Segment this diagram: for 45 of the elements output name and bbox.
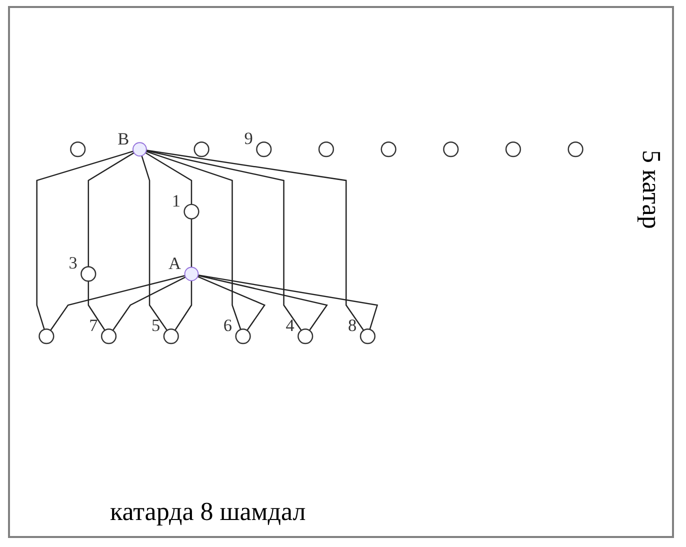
candle-ellipse	[505, 141, 522, 158]
node-number: 5	[151, 316, 160, 336]
connector-line	[198, 274, 328, 331]
candle-ellipse	[163, 328, 179, 344]
connector-line	[190, 218, 192, 268]
node-number: 9	[244, 129, 253, 148]
connector-line	[36, 150, 134, 330]
candle-ellipse	[80, 266, 96, 282]
connector-line	[50, 275, 186, 331]
candle-ellipse	[568, 141, 584, 158]
connector-line	[145, 152, 192, 204]
node-number: 7	[89, 316, 98, 336]
node-number: 3	[68, 254, 78, 273]
candle-ellipse	[360, 328, 376, 344]
node-number: 1	[172, 191, 180, 210]
junction-circle	[132, 142, 147, 156]
connector-line	[141, 156, 168, 331]
candle-ellipse	[443, 141, 459, 158]
connector-line	[146, 150, 364, 331]
candle-ellipse	[100, 328, 117, 344]
candle-ellipse	[70, 141, 86, 158]
row-caption: катарда 8 шамдал	[110, 497, 306, 527]
candle-ellipse	[235, 328, 251, 344]
connector-line	[112, 276, 186, 331]
candle-ellipse	[194, 141, 210, 158]
node-number: 6	[223, 316, 232, 336]
candle-ellipse	[298, 328, 314, 344]
candle-ellipse	[318, 141, 334, 158]
connector-line	[198, 274, 378, 330]
candle-ellipse	[256, 141, 272, 158]
connector-line	[146, 150, 242, 330]
junction-circle	[184, 266, 199, 282]
connector-line	[197, 276, 266, 331]
node-number: 8	[348, 316, 357, 336]
connector-line	[88, 152, 134, 267]
connector-line	[146, 150, 302, 331]
node-number: B	[118, 130, 130, 148]
candle-ellipse	[184, 204, 200, 220]
node-number: A	[168, 254, 181, 274]
candle-ellipse	[38, 328, 54, 344]
candle-ellipse	[380, 141, 396, 158]
node-number: 4	[286, 316, 294, 336]
connector-line	[174, 280, 192, 331]
connector-line	[88, 281, 106, 331]
row-count-label: 5 катар	[636, 150, 666, 229]
